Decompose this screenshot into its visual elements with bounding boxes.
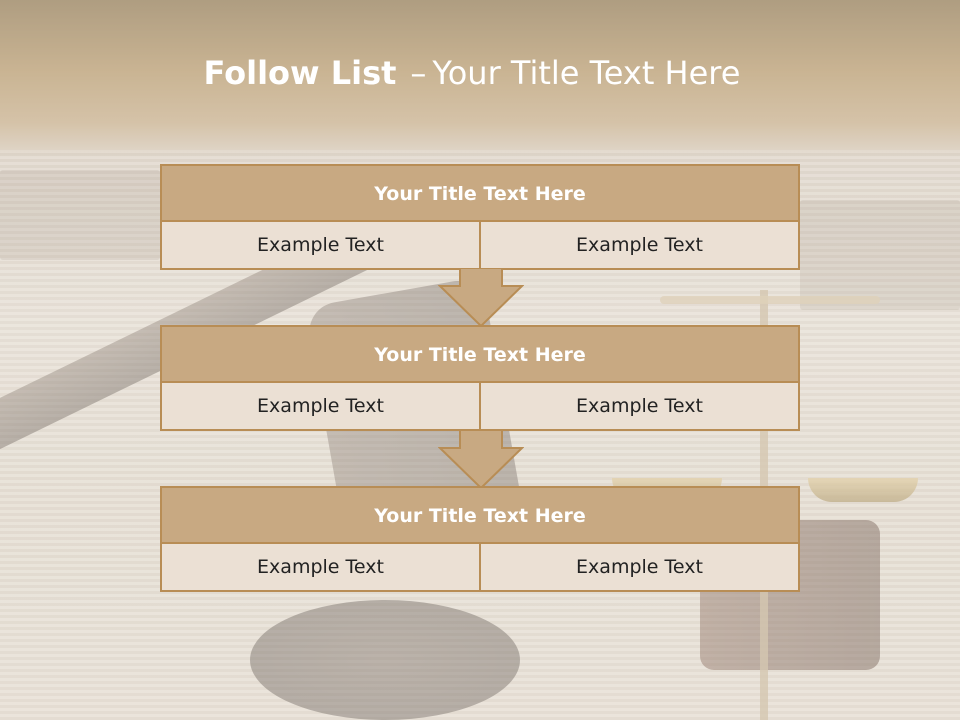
list-item-cell-right: Example Text <box>479 222 798 268</box>
list-item-title: Your Title Text Here <box>160 325 800 381</box>
list-item-title: Your Title Text Here <box>160 164 800 220</box>
list-item-row: Example Text Example Text <box>160 542 800 592</box>
book-stack-left <box>0 170 160 260</box>
scale-beam <box>660 296 880 304</box>
gavel-block <box>250 600 520 720</box>
list-item-row: Example Text Example Text <box>160 381 800 431</box>
list-item-cell-left: Example Text <box>257 234 384 256</box>
slide-title: Follow List–Your Title Text Here <box>0 54 944 92</box>
scale-pan-right <box>808 478 918 502</box>
down-arrow-icon <box>438 268 524 328</box>
title-separator: – <box>410 54 427 92</box>
title-rest: Your Title Text Here <box>432 54 741 92</box>
list-item: Your Title Text Here Example Text Exampl… <box>160 486 800 592</box>
list-item-cell-left: Example Text <box>257 556 384 578</box>
list-item-cell-right: Example Text <box>479 383 798 429</box>
down-arrow-icon <box>438 430 524 490</box>
list-item-row: Example Text Example Text <box>160 220 800 270</box>
list-item-title: Your Title Text Here <box>160 486 800 542</box>
list-item: Your Title Text Here Example Text Exampl… <box>160 164 800 270</box>
list-item-cell-right: Example Text <box>479 544 798 590</box>
title-bold: Follow List <box>203 54 397 92</box>
book-stack-right <box>800 200 960 310</box>
list-item: Your Title Text Here Example Text Exampl… <box>160 325 800 431</box>
list-item-cell-left: Example Text <box>257 395 384 417</box>
